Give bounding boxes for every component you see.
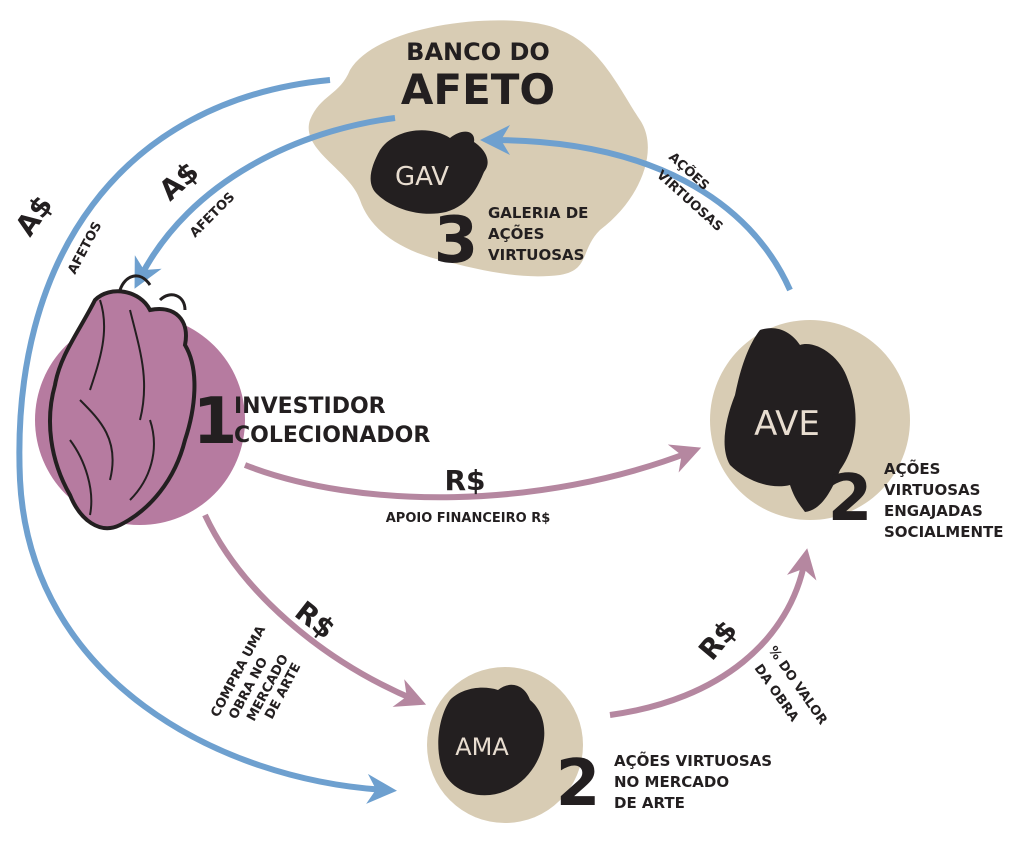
bank-title-line2: AFETO — [401, 65, 555, 114]
bank-desc-line1: GALERIA DE — [488, 204, 588, 222]
anatomical-heart-icon — [48, 274, 197, 531]
investor-desc-line2: COLECIONADOR — [234, 423, 430, 448]
investor-desc-line1: INVESTIDOR — [234, 394, 386, 419]
ave-desc-line3: ENGAJADAS — [884, 502, 983, 520]
bank-desc-line2: AÇÕES — [488, 224, 544, 243]
investor-number: 1 — [193, 385, 238, 459]
apoio-financeiro-label: APOIO FINANCEIRO R$ — [386, 511, 551, 526]
bank-number: 3 — [434, 204, 479, 278]
ave-desc-line4: SOCIALMENTE — [884, 523, 1004, 541]
afeto-currency-outer: A$ — [9, 189, 60, 242]
bank-title-line1: BANCO DO — [406, 38, 550, 66]
ave-number: 2 — [828, 462, 873, 536]
real-currency-compra: R$ — [289, 595, 342, 646]
ama-number: 2 — [556, 747, 601, 821]
ave-desc-line2: VIRTUOSAS — [884, 481, 980, 499]
afetos-label-inner: AFETOS — [187, 190, 238, 241]
afetos-label-outer: AFETOS — [65, 219, 105, 276]
ama-ink-blob — [438, 684, 545, 796]
afeto-currency-inner: A$ — [153, 155, 206, 207]
arrow-acoes-virtuosas — [480, 125, 793, 292]
ama-desc-line3: DE ARTE — [614, 794, 685, 812]
arrow-compra-obra — [202, 513, 427, 707]
gav-label: GAV — [395, 162, 449, 192]
real-currency-pct: R$ — [692, 614, 744, 667]
ave-ink-blob — [724, 328, 856, 512]
ave-label: AVE — [754, 404, 820, 444]
arrow-pct-valor — [609, 548, 817, 718]
gav-ink-blob — [370, 130, 488, 214]
ama-label: AMA — [455, 733, 509, 761]
ave-desc-line1: AÇÕES — [884, 459, 940, 478]
real-currency-apoio: R$ — [444, 464, 485, 497]
arrow-apoio-financeiro — [243, 444, 702, 501]
arrow-afetos-inner — [134, 115, 396, 289]
arrow-afetos-outer — [16, 77, 397, 804]
ama-desc-line2: NO MERCADO — [614, 773, 729, 791]
ama-desc-line1: AÇÕES VIRTUOSAS — [614, 751, 772, 770]
bank-desc-line3: VIRTUOSAS — [488, 246, 584, 264]
